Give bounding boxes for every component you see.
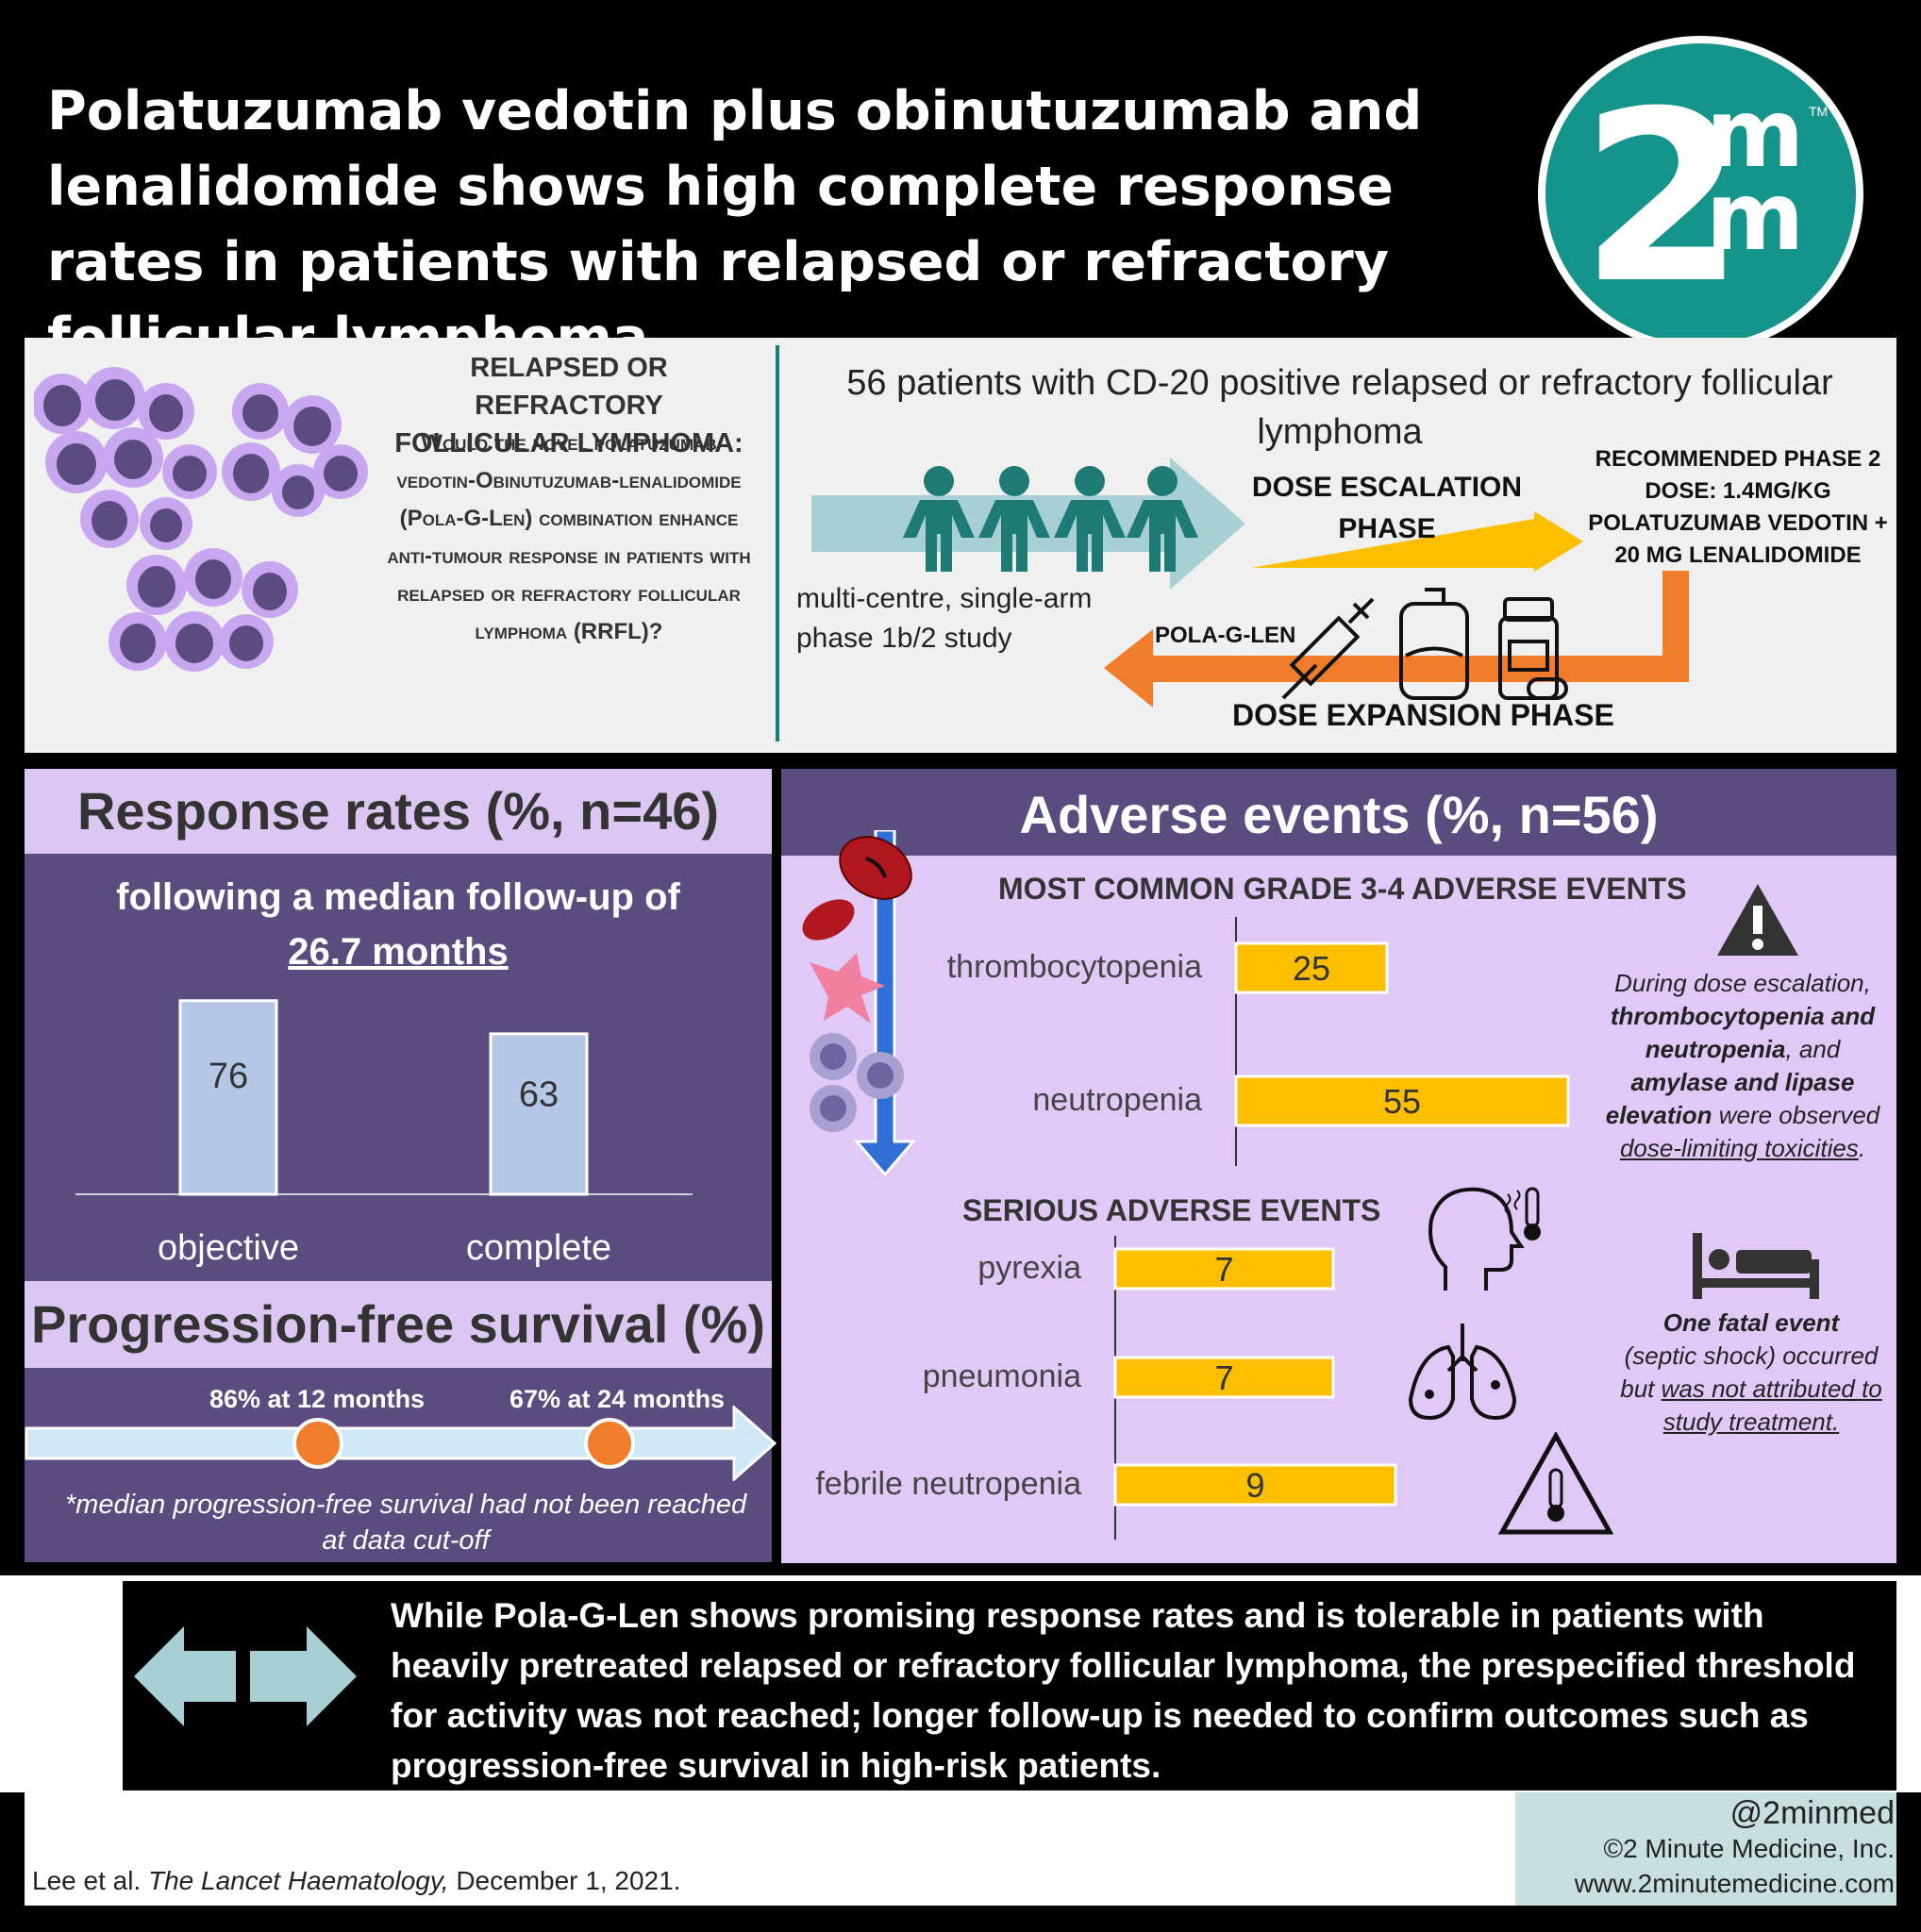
ae-category-label: pyrexia [977,1250,1081,1286]
ae-bar [1234,941,1389,994]
ae-bar [1113,1463,1397,1507]
pfs-header [25,1281,772,1368]
conclusion-panel [123,1581,1896,1790]
patients-summary: 56 patients with CD-20 positive relapsed… [846,363,1833,452]
question-title: RELAPSED OR REFRACTORY FOLLICULAR LYMPHO… [394,353,743,458]
credit-box [1515,1792,1896,1906]
fever-warning-icon [1498,1432,1613,1535]
dose-escalation-arrow-icon [1251,511,1583,572]
serious-bar-chart: 7 pyrexia 7 pneumonia 9 febrile neutropenia [815,1236,1397,1540]
bidirectional-arrows-icon [134,1626,357,1726]
dose-limiting-note: During dose escalation, thrombocytopenia… [1605,969,1880,1162]
conclusion-text: While Pola-G-Len shows promising respons… [391,1596,1856,1785]
credits: @2minmed ©2 Minute Medicine, Inc. www.2m… [1515,1796,1895,1901]
adverse-panel [781,769,1896,1563]
grade34-bar-chart: 25 thrombocytopenia 55 neutropenia [947,917,1570,1166]
page-title: Polatuzumab vedotin plus obinutuzumab an… [47,80,1423,369]
serious-title: SERIOUS ADVERSE EVENTS [962,1193,1381,1227]
ae-bar-value: 7 [1214,1250,1233,1289]
logo-trademark: TM [1809,104,1829,119]
followup-months: 26.7 months [288,931,509,973]
study-design: multi-centre, single-arm phase 1b/2 stud… [796,583,1093,654]
website: www.2minutemedicine.com [1574,1869,1895,1898]
ae-category-label: neutropenia [1032,1082,1202,1118]
response-title: Response rates (%, n=46) [76,781,720,841]
response-category-label: objective [158,1228,299,1268]
social-handle: @2minmed [1729,1795,1895,1831]
fever-head-icon [1428,1187,1525,1291]
company: ©2 Minute Medicine, Inc. [1603,1834,1895,1863]
lymphoma-cells-icon [34,367,368,672]
blood-cells-decrease-icon [802,830,917,1177]
logo-m-bottom: m [1706,161,1805,272]
warning-icon [1717,884,1798,956]
response-bar [489,1032,589,1196]
pfs-label-24: 67% at 24 months [509,1385,726,1413]
ae-category-label: febrile neutropenia [815,1466,1081,1502]
citation: Lee et al. The Lancet Haematology, Decem… [32,1866,681,1895]
ae-category-label: thrombocytopenia [947,949,1202,985]
pfs-panel [25,1368,772,1562]
grade34-title: MOST COMMON GRADE 3-4 ADVERSE EVENTS [998,872,1687,906]
dose-escalation-label: DOSE ESCALATION PHASE [1251,472,1523,544]
response-header [25,769,772,854]
ae-bar-value: 7 [1214,1358,1233,1397]
ae-bar [1113,1247,1335,1291]
thermometer-icon [1504,1187,1541,1241]
pfs-title: Progression-free survival (%) [30,1294,766,1354]
response-bar-value: 76 [209,1057,248,1096]
ae-bar [1113,1356,1335,1399]
ae-bar [1234,1074,1570,1127]
pfs-label-12: 86% at 12 months [209,1385,426,1413]
response-bar-value: 63 [519,1074,559,1114]
followup-prefix: following a median follow-up of [116,876,680,918]
pola-g-len-label: POLA-G-LEN [1155,623,1296,648]
response-bar [178,999,278,1196]
adverse-title: Adverse events (%, n=56) [1019,785,1659,844]
logo-two: 2 [1580,60,1745,335]
ae-bar-value: 9 [1245,1466,1264,1505]
dose-expansion-arrow-icon [1104,571,1689,708]
study-flow-arrow-icon [811,458,1245,590]
response-bar-chart: 76 objective 63 complete [75,999,693,1268]
logo-m-top: m [1706,78,1805,189]
intro-divider [776,345,779,741]
dose-expansion-label: DOSE EXPANSION PHASE [1232,698,1614,732]
lungs-icon [1408,1324,1517,1421]
response-panel [25,854,772,1281]
recommended-dose: RECOMMENDED PHASE 2 DOSE: 1.4MG/KG POLAT… [1588,446,1888,568]
syringe-iv-bottle-icon [1281,588,1568,700]
adverse-header [781,769,1896,856]
ae-category-label: pneumonia [923,1358,1081,1394]
followup-text: following a median follow-up of 26.7 mon… [25,870,772,979]
ae-bar-value: 55 [1383,1082,1421,1121]
pfs-timeline-arrow [25,1406,777,1481]
logo [1538,36,1863,352]
pfs-note: *median progression-free survival had no… [64,1490,747,1556]
ae-bar-value: 25 [1293,949,1330,988]
hospital-bed-icon [1693,1233,1819,1299]
pfs-marker-12 [292,1418,343,1469]
response-category-label: complete [466,1228,611,1268]
fatal-event-note: One fatal event (septic shock) occurred … [1620,1308,1882,1436]
question-body: Would the novel polatuzumab vedotin-Obin… [387,430,751,644]
pfs-marker-24 [584,1418,635,1469]
